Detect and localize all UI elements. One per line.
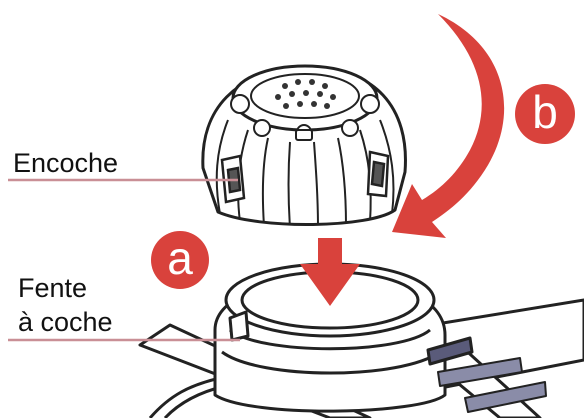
dome-cap <box>203 66 406 228</box>
step-badge-a: a <box>151 231 209 289</box>
step-badge-a-label: a <box>167 232 193 284</box>
notch-label: Encoche <box>13 147 118 179</box>
curved-arrow-clockwise-icon <box>392 14 504 238</box>
slot-label-line1: Fente <box>18 272 87 304</box>
cap-notch-right <box>368 152 388 196</box>
step-badge-b-label: b <box>532 86 558 138</box>
step-badge-b: b <box>515 84 575 144</box>
slot-label-line2: à coche <box>18 306 113 338</box>
